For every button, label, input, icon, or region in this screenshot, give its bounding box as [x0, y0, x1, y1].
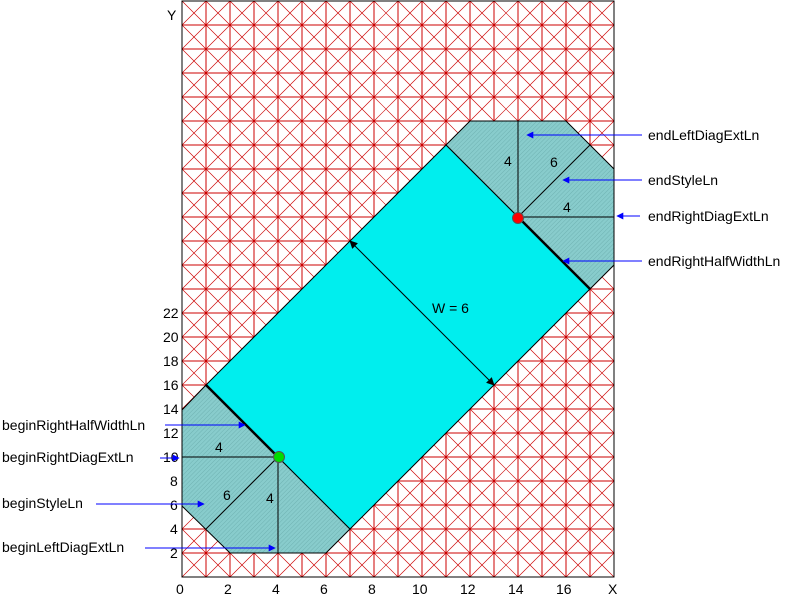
y-tick-label: 10: [163, 449, 179, 465]
begin-style-line: [205, 456, 279, 530]
end-diag-top-number: 4: [504, 153, 512, 169]
begin-right-diag-ext-label: beginRightDiagExtLn: [2, 449, 134, 465]
y-tick-label: 6: [170, 497, 178, 513]
y-axis-tick-labels: 2 4 6 8 10 12 14 16 18 20 22: [163, 305, 179, 561]
begin-point: [273, 451, 285, 463]
x-tick-label: 0: [176, 581, 184, 597]
x-axis-label: X: [608, 581, 618, 597]
begin-right-half-width-line: [205, 384, 279, 458]
y-tick-label: 2: [170, 545, 178, 561]
width-label: W = 6: [432, 300, 469, 316]
end-right-half-width-line: [517, 216, 591, 290]
y-axis-label: Y: [167, 7, 177, 23]
x-tick-label: 14: [508, 581, 524, 597]
end-point: [512, 212, 524, 224]
x-tick-label: 12: [460, 581, 476, 597]
x-tick-label: 2: [224, 581, 232, 597]
begin-diag-bottom-number: 4: [266, 490, 274, 506]
begin-style-number: 6: [223, 487, 231, 503]
end-style-number: 6: [550, 154, 558, 170]
x-tick-label: 10: [412, 581, 428, 597]
end-right-half-width-label: endRightHalfWidthLn: [648, 253, 780, 269]
x-axis-tick-labels: 0 2 4 6 8 10 12 14 16: [176, 581, 572, 597]
y-tick-label: 14: [163, 401, 179, 417]
end-style-line: [517, 144, 591, 218]
begin-diag-top-number: 4: [215, 439, 223, 455]
x-tick-label: 16: [556, 581, 572, 597]
y-tick-label: 22: [163, 305, 179, 321]
begin-left-diag-ext-label: beginLeftDiagExtLn: [2, 539, 124, 555]
y-tick-label: 16: [163, 377, 179, 393]
y-tick-label: 4: [170, 521, 178, 537]
x-tick-label: 8: [368, 581, 376, 597]
width-dimension-arrow: [349, 240, 495, 386]
y-tick-label: 8: [170, 473, 178, 489]
y-tick-label: 18: [163, 353, 179, 369]
y-tick-label: 20: [163, 329, 179, 345]
end-left-diag-ext-label: endLeftDiagExtLn: [648, 127, 759, 143]
end-diag-right-number: 4: [563, 199, 571, 215]
begin-right-half-width-label: beginRightHalfWidthLn: [2, 417, 145, 433]
end-style-label: endStyleLn: [648, 172, 718, 188]
x-tick-label: 6: [320, 581, 328, 597]
x-tick-label: 4: [272, 581, 280, 597]
y-tick-label: 12: [163, 425, 179, 441]
end-right-diag-ext-label: endRightDiagExtLn: [648, 208, 769, 224]
begin-style-label: beginStyleLn: [2, 495, 83, 511]
